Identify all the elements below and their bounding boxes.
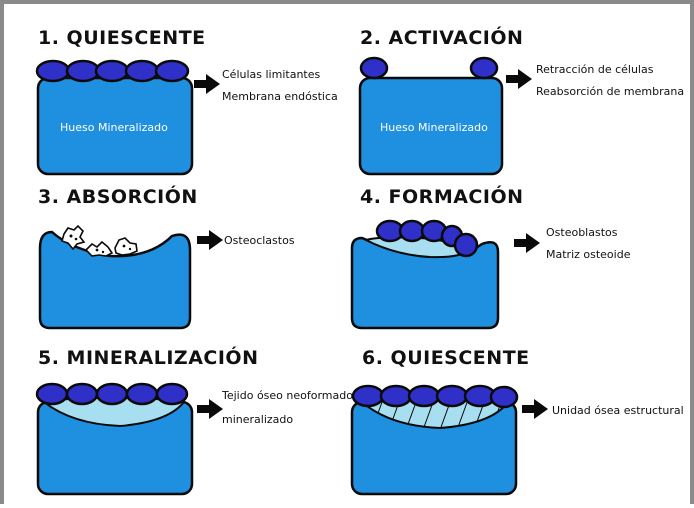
lining-cell: [124, 59, 160, 83]
lining-cell: [154, 59, 190, 83]
arrow-icon: [522, 399, 548, 419]
panel-3-title: 3. ABSORCIÓN: [38, 184, 198, 208]
panel-1-title: 1. QUIESCENTE: [38, 27, 206, 49]
arrow-icon: [514, 233, 540, 253]
lining-cell: [65, 382, 99, 406]
note-osteoblasts: Osteoblastos: [546, 226, 618, 239]
note-cell-retraction: Retracción de células: [536, 63, 654, 76]
panel-4-formation: 4. FORMACIÓN Osteoblastos Matriz osteoid…: [350, 184, 631, 330]
note-lining-cells: Células limitantes: [222, 68, 320, 81]
osteoclast-icon: [84, 240, 114, 257]
bone-label: Hueso Mineralizado: [380, 121, 488, 134]
lining-cell: [435, 384, 469, 408]
panel-4-title: 4. FORMACIÓN: [360, 184, 524, 208]
mineralized-bone-block: [358, 76, 504, 176]
lining-cell: [351, 384, 385, 408]
arrow-icon: [506, 69, 532, 89]
note-osteoclasts: Osteoclastos: [224, 234, 295, 247]
panel-2-title: 2. ACTIVACIÓN: [360, 25, 523, 49]
lining-cell: [95, 382, 129, 406]
bone-label: Hueso Mineralizado: [60, 121, 168, 134]
panel-5-mineralization: 5. MINERALIZACIÓN Tejido óseo neoformado…: [35, 345, 353, 496]
resorbed-bone-block: [38, 230, 192, 330]
retracted-cell: [469, 56, 499, 80]
lining-cell: [379, 384, 413, 408]
arrow-icon: [197, 399, 223, 419]
panel-6-title: 6. QUIESCENTE: [362, 347, 530, 369]
osteoblast: [453, 232, 479, 258]
note-membrane-resorption: Reabsorción de membrana: [536, 85, 684, 98]
retracted-cell: [359, 56, 389, 80]
panel-5-title: 5. MINERALIZACIÓN: [38, 345, 258, 369]
panel-3-absorption: 3. ABSORCIÓN Osteoclastos: [38, 184, 295, 330]
note-structural-bone-unit: Unidad ósea estructural: [552, 404, 684, 417]
panel-6-quiescent: 6. QUIESCENTE Unidad ósea estructural: [350, 347, 684, 496]
note-endosteal-membrane: Membrana endóstica: [222, 90, 338, 103]
arrow-icon: [194, 74, 220, 94]
osteoblast: [398, 219, 426, 243]
lining-cell: [35, 59, 71, 83]
bone-block: [350, 236, 500, 330]
lining-cell: [65, 59, 101, 83]
panel-1-quiescent: 1. QUIESCENTE Hueso Mineralizado Células…: [35, 27, 338, 176]
note-osteoid-matrix: Matriz osteoide: [546, 248, 631, 261]
lining-cell: [155, 382, 189, 406]
arrow-icon: [197, 230, 223, 250]
note-new-bone-tissue: Tejido óseo neoformado: [221, 389, 353, 402]
lining-cell: [407, 384, 441, 408]
lining-cell: [35, 382, 69, 406]
lining-cell: [489, 385, 519, 409]
note-mineralized: mineralizado: [222, 413, 293, 426]
lining-cell: [125, 382, 159, 406]
panel-2-activation: 2. ACTIVACIÓN Hueso Mineralizado Retracc…: [358, 25, 684, 176]
lining-cell: [94, 59, 130, 83]
osteoclast-icon: [114, 237, 138, 256]
osteoclast-icon: [61, 224, 86, 251]
